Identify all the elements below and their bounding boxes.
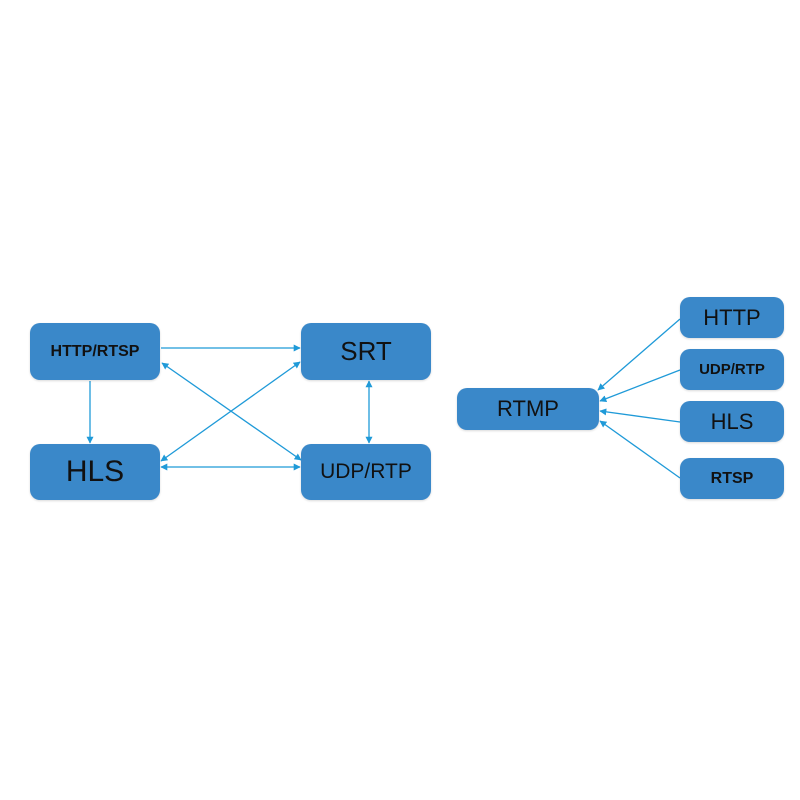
node-label-rtmp: RTMP [497, 396, 559, 421]
node-rtmp: RTMP [457, 388, 599, 430]
node-hls-source: HLS [680, 401, 784, 442]
node-http-rtsp: HTTP/RTSP [30, 323, 160, 380]
edge-srt-to-hls [160, 361, 301, 462]
node-hls: HLS [30, 444, 160, 500]
node-label-http-rtsp: HTTP/RTSP [50, 342, 140, 360]
node-http: HTTP [680, 297, 784, 338]
node-label-udp-rtp-source: UDP/RTP [699, 361, 765, 378]
edge-rtsp-to-rtmp [599, 420, 681, 479]
node-srt: SRT [301, 323, 431, 380]
node-label-rtsp: RTSP [710, 469, 754, 487]
node-udp-rtp-source: UDP/RTP [680, 349, 784, 390]
node-udp-rtp: UDP/RTP [301, 444, 431, 500]
edge-hls-2-to-rtmp [599, 408, 681, 423]
node-rtsp: RTSP [680, 458, 784, 499]
node-label-srt: SRT [340, 336, 392, 366]
node-label-udp-rtp: UDP/RTP [320, 460, 412, 483]
edge-udp-rtp-2-to-rtmp [599, 369, 681, 402]
node-label-http: HTTP [703, 304, 761, 330]
node-label-hls: HLS [65, 455, 125, 488]
node-label-hls-source: HLS [710, 408, 754, 434]
edge-http-to-rtmp [597, 318, 681, 391]
